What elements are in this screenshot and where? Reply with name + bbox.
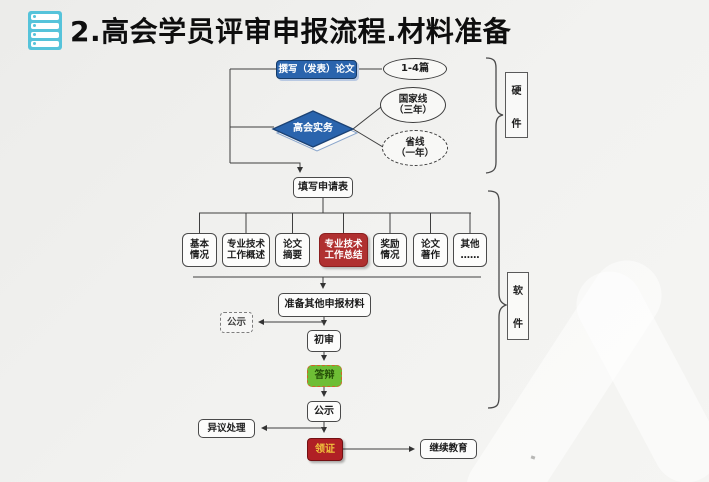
list-icon [28,10,62,50]
decision-practice-exam: 高会实务 [293,123,333,134]
section-work-summary-highlighted: 专业技术 工作总结 [319,233,368,267]
step-apply-form: 填写申请表 [293,177,353,198]
label-hard-condition: 硬 件 [505,72,528,138]
grouping-braces [485,57,508,409]
provincial-line-ellipse: 省线 （一年） [382,130,448,166]
section-paper-abstract: 论文 摘要 [275,233,310,267]
section-others: 其他 …… [453,233,487,267]
step-prepare-materials: 准备其他申报材料 [278,293,371,317]
section-publications: 论文 著作 [413,233,448,267]
section-basic-info: 基本 情况 [182,233,217,267]
section-awards: 奖励 情况 [373,233,407,267]
paper-count-ellipse: 1-4篇 [383,58,447,80]
page-title: 2.高会学员评审申报流程.材料准备 [70,15,512,48]
step-defense: 答辩 [307,365,342,387]
step-get-certificate: 领证 [307,438,343,461]
step-continuing-education: 继续教育 [420,439,477,459]
national-line-ellipse: 国家线 （三年） [380,87,446,123]
step-objection-handling: 异议处理 [198,419,255,438]
header: 2.高会学员评审申报流程.材料准备 [28,10,511,50]
step-publicity-side: 公示 [220,312,253,333]
section-work-overview: 专业技术 工作概述 [222,233,270,267]
step-publicity-main: 公示 [307,401,341,422]
step-preliminary-review: 初审 [307,330,341,352]
step-write-paper: 撰写（发表）论文 [276,60,357,79]
label-soft-condition: 软 件 [507,272,529,340]
